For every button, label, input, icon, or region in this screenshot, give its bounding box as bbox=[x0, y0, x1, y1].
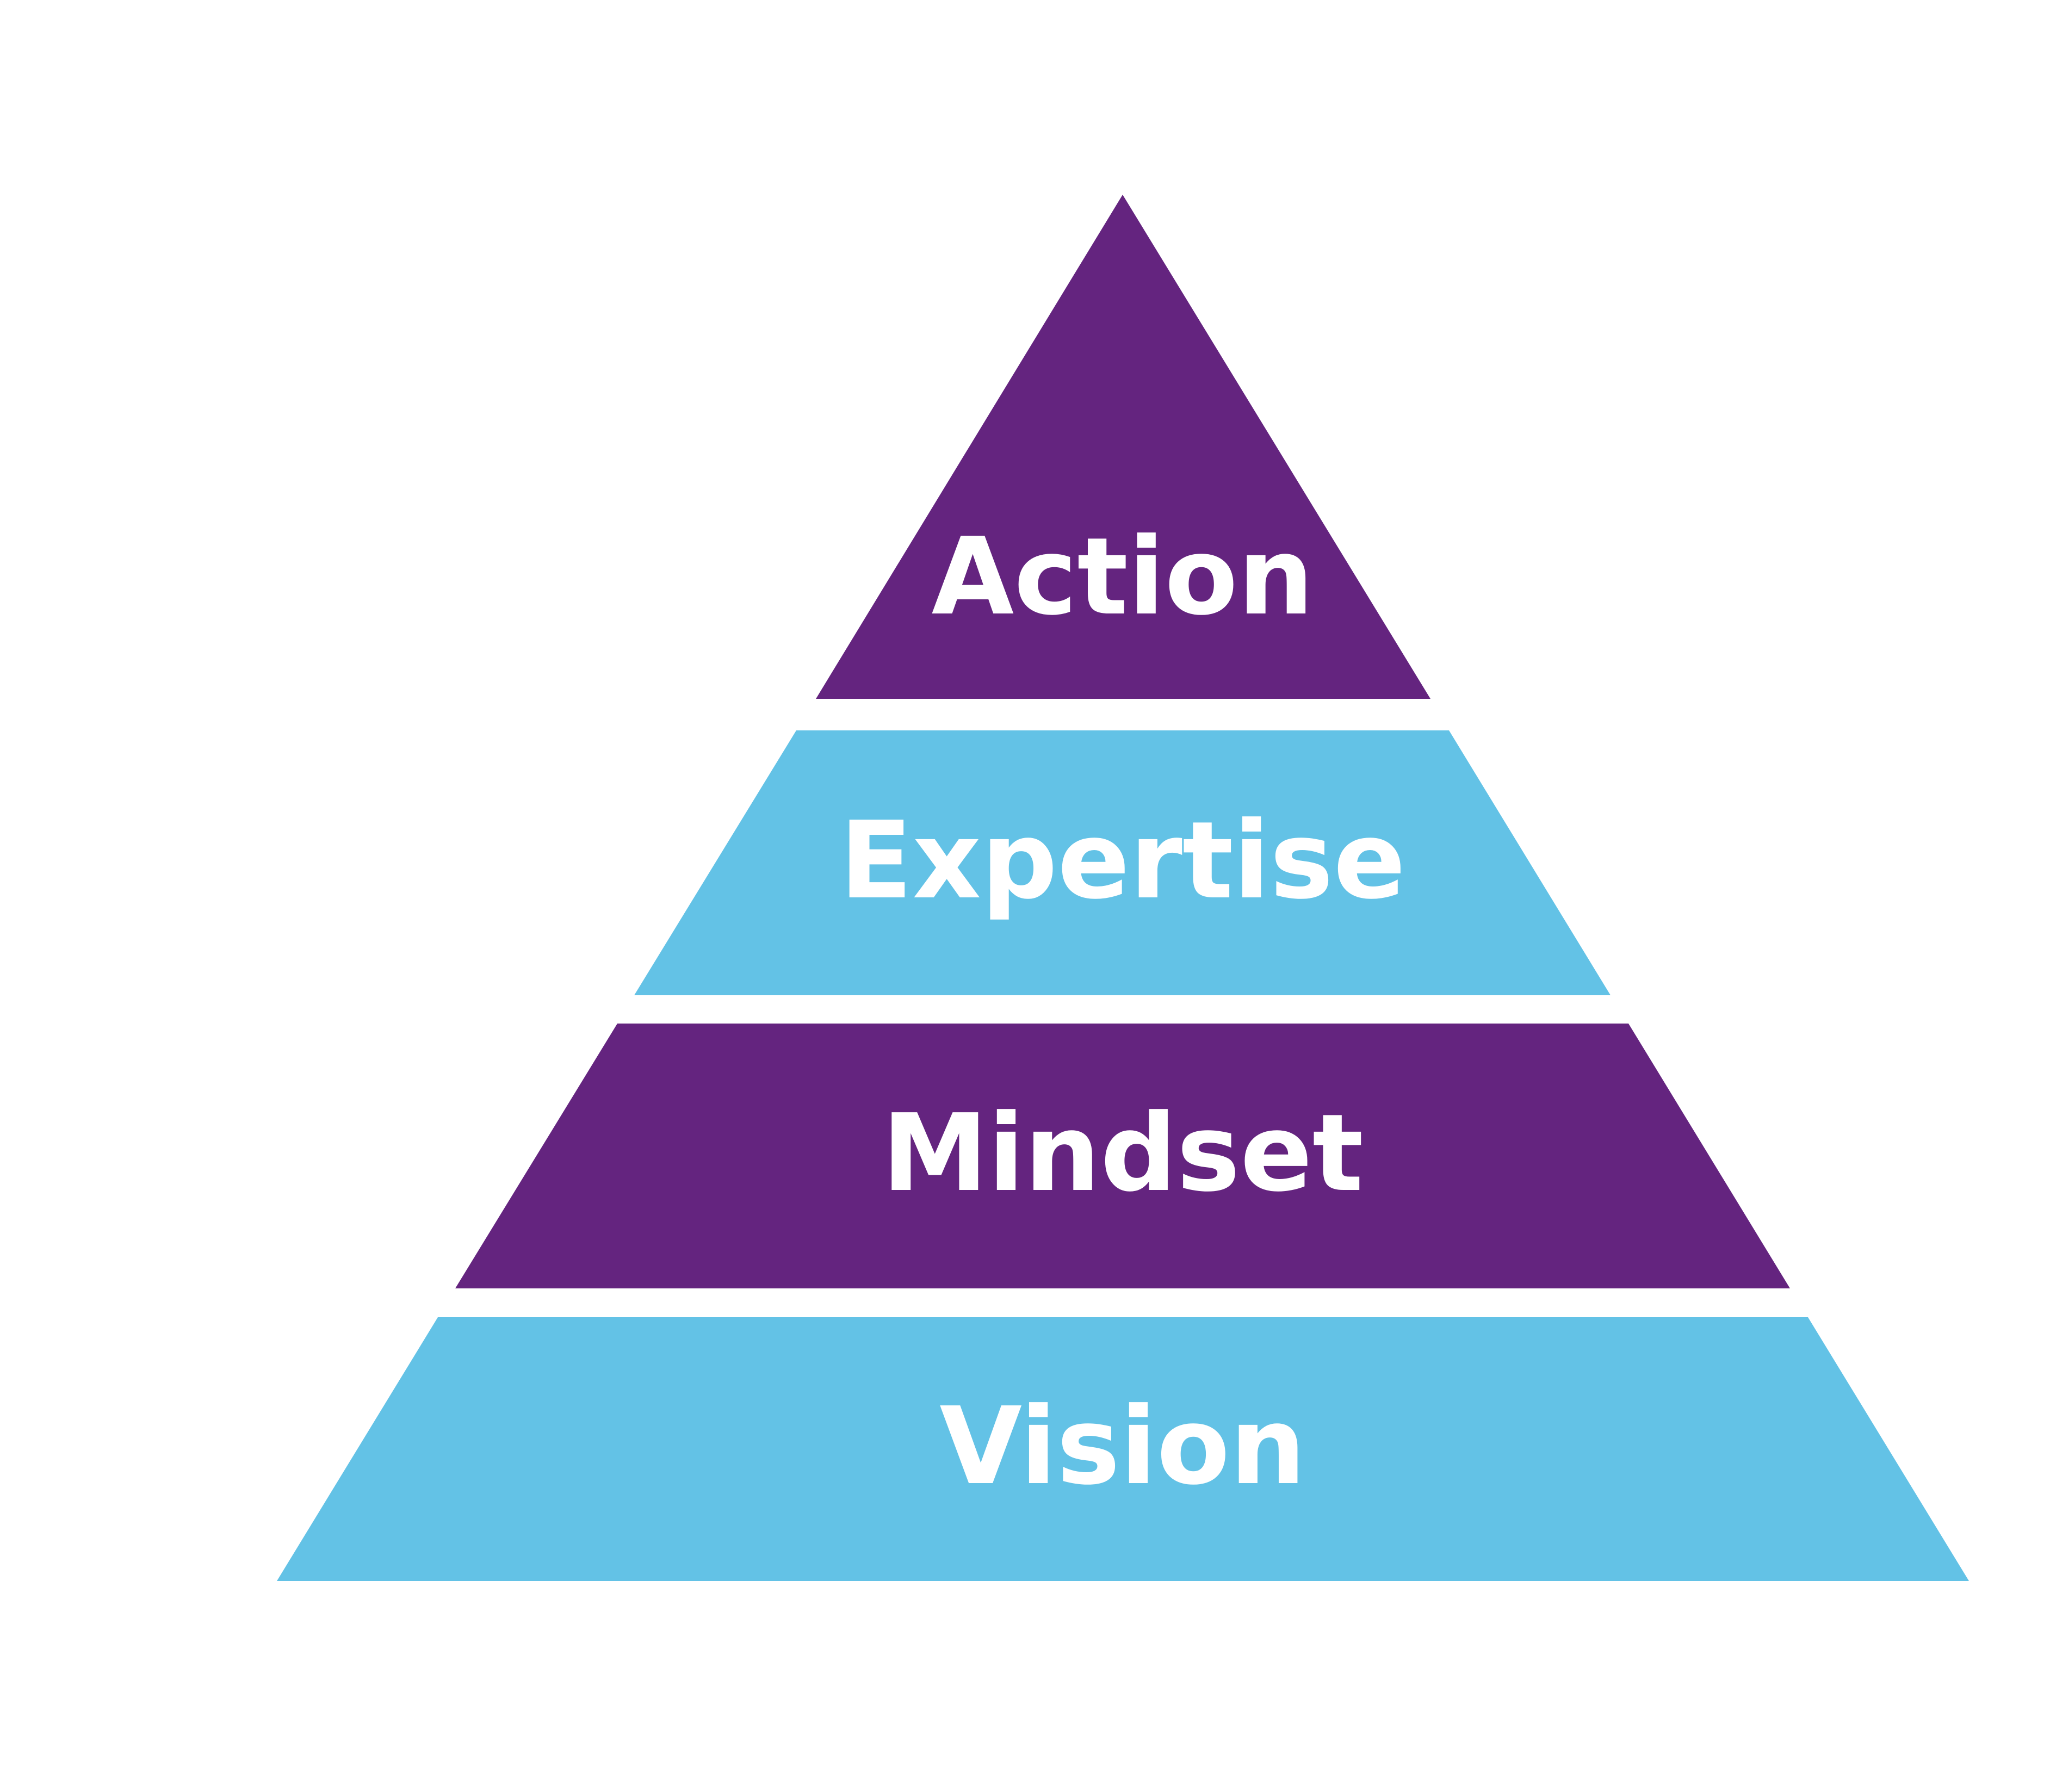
tier-expertise: Expertise bbox=[634, 730, 1611, 995]
tier-vision: Vision bbox=[277, 1317, 1969, 1581]
tier-vision-label: Vision bbox=[939, 1385, 1305, 1509]
tier-mindset: Mindset bbox=[455, 1024, 1790, 1288]
tier-mindset-shape bbox=[455, 1024, 1790, 1288]
tier-expertise-shape bbox=[634, 730, 1611, 995]
tier-action-shape bbox=[816, 195, 1430, 699]
tier-expertise-label: Expertise bbox=[840, 799, 1406, 923]
tier-action: Action bbox=[816, 195, 1430, 699]
tier-vision-shape bbox=[277, 1317, 1969, 1581]
tier-mindset-label: Mindset bbox=[882, 1092, 1363, 1216]
tier-action-label: Action bbox=[932, 515, 1314, 639]
